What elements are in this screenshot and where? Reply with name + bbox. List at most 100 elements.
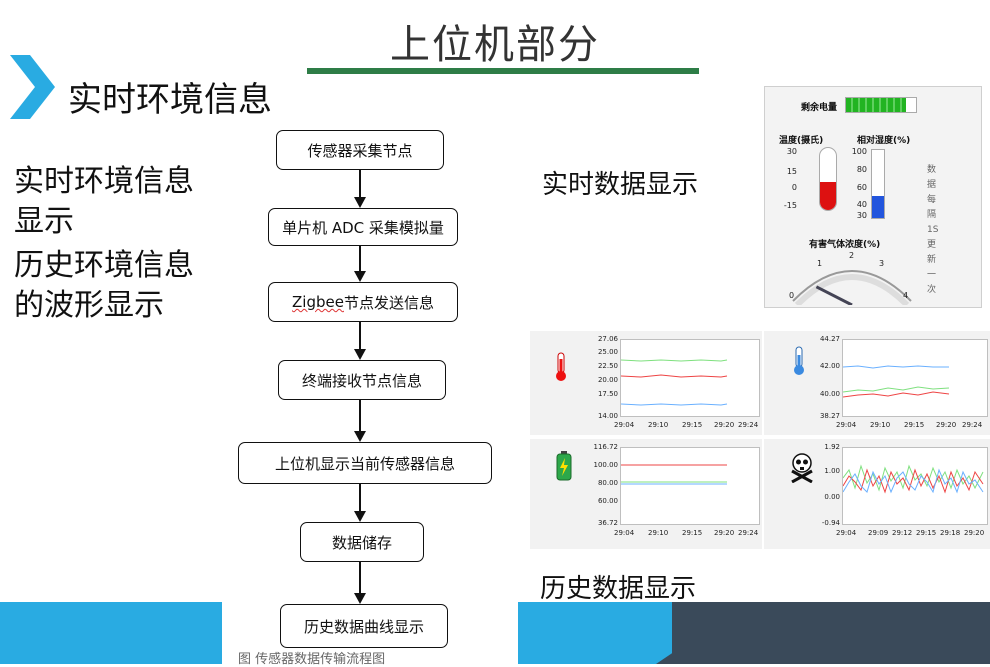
gauge-tick: 3 (879, 259, 885, 268)
x-tick: 29:15 (904, 421, 925, 429)
flow-step: 单片机 ADC 采集模拟量 (268, 208, 458, 246)
y-tick: 60.00 (597, 497, 618, 505)
y-tick: 40.00 (819, 390, 840, 398)
flow-arrow (354, 246, 366, 282)
gas-label: 有害气体浓度(%) (809, 240, 881, 250)
flowchart: 传感器采集节点 单片机 ADC 采集模拟量 Zigbee 节点发送信息 终端接收… (222, 124, 518, 664)
y-tick: 36.72 (597, 519, 618, 527)
temperature-history-chart: 27.06 25.00 22.50 20.00 17.50 14.00 29:0… (530, 331, 762, 435)
y-tick: 17.50 (597, 390, 618, 398)
thermometer-icon (794, 346, 804, 375)
battery-gauge (845, 97, 917, 113)
temperature-thermometer (819, 147, 837, 211)
gas-gauge (792, 270, 912, 305)
battery-icon (556, 451, 572, 481)
x-tick: 29:24 (738, 529, 759, 537)
x-tick: 29:12 (892, 529, 913, 537)
left-text-line: 的波形显示 (14, 288, 164, 323)
slide-title: 上位机部分 (390, 22, 600, 68)
humidity-bar (871, 149, 885, 219)
temp-tick: 30 (786, 147, 797, 156)
flow-step: Zigbee 节点发送信息 (268, 282, 458, 322)
footer-band-dark (672, 602, 990, 664)
x-tick: 29:20 (714, 421, 735, 429)
left-text-line: 显示 (14, 204, 74, 239)
flow-arrow (354, 562, 366, 604)
humidity-tick: 100 (851, 147, 867, 156)
x-tick: 29:20 (964, 529, 985, 537)
y-tick: 1.92 (824, 443, 840, 451)
x-tick: 29:09 (868, 529, 889, 537)
y-tick: 1.00 (824, 467, 840, 475)
x-tick: 29:10 (648, 529, 669, 537)
humidity-fill (872, 196, 884, 218)
realtime-label: 实时数据显示 (542, 170, 699, 200)
flow-step-keyword: Zigbee (292, 293, 344, 311)
x-tick: 29:24 (962, 421, 983, 429)
gauge-tick: 2 (849, 251, 855, 260)
x-tick: 29:15 (682, 421, 703, 429)
realtime-instrument-panel: 剩余电量 温度(摄氏) 30 15 0 -15 相对湿度(%) 100 80 6… (764, 86, 982, 308)
x-tick: 29:24 (738, 421, 759, 429)
flow-step: 上位机显示当前传感器信息 (238, 442, 492, 484)
flow-arrow (354, 484, 366, 522)
humidity-tick: 30 (856, 211, 867, 220)
temp-tick: 15 (786, 167, 797, 176)
left-text-line: 实时环境信息 (14, 164, 194, 199)
history-charts: 27.06 25.00 22.50 20.00 17.50 14.00 29:0… (530, 327, 990, 553)
title-underline (307, 68, 699, 74)
flow-step-label: 节点发送信息 (343, 293, 434, 312)
y-tick: 44.27 (819, 335, 840, 343)
gauge-tick: 0 (789, 291, 795, 300)
flow-arrow (354, 322, 366, 360)
x-tick: 29:10 (648, 421, 669, 429)
plot-lines (842, 365, 950, 398)
temp-tick: -15 (783, 201, 797, 210)
gas-history-chart: 1.92 1.00 0.00 -0.94 29:04 29:09 29:12 2… (764, 439, 990, 549)
battery-history-chart: 116.72 100.00 80.00 60.00 36.72 29:04 29… (530, 439, 762, 549)
plot-lines (842, 464, 984, 494)
y-tick: 42.00 (819, 362, 840, 370)
y-tick: 116.72 (593, 443, 619, 451)
gauge-tick: 1 (817, 259, 823, 268)
temperature-fill (820, 181, 836, 210)
temperature-label: 温度(摄氏) (779, 136, 824, 146)
figure-caption: 图 传感器数据传输流程图 (238, 652, 386, 667)
x-tick: 29:04 (836, 421, 857, 429)
flow-arrow (354, 170, 366, 208)
flow-arrow (354, 400, 366, 442)
plot-lines (621, 464, 727, 485)
y-tick: 38.27 (819, 412, 840, 420)
section-heading: 实时环境信息 (68, 80, 272, 120)
battery-label: 剩余电量 (801, 103, 838, 113)
plot-lines (620, 359, 728, 406)
thermometer-icon (556, 352, 566, 381)
flow-step: 数据储存 (300, 522, 424, 562)
history-label: 历史数据显示 (540, 574, 697, 604)
x-tick: 29:10 (870, 421, 891, 429)
humidity-label: 相对湿度(%) (857, 136, 911, 146)
y-tick: 25.00 (597, 348, 618, 356)
y-tick: 27.06 (597, 335, 618, 343)
y-tick: 14.00 (597, 412, 618, 420)
x-tick: 29:15 (916, 529, 937, 537)
x-tick: 29:20 (714, 529, 735, 537)
battery-fill (846, 98, 906, 112)
x-tick: 29:04 (836, 529, 857, 537)
x-tick: 29:20 (936, 421, 957, 429)
x-tick: 29:18 (940, 529, 961, 537)
update-note: 数据每隔1S更新一次 (927, 165, 939, 295)
skull-icon (791, 453, 813, 483)
y-tick: 20.00 (597, 376, 618, 384)
flow-step: 传感器采集节点 (276, 130, 444, 170)
gauge-tick: 4 (903, 291, 909, 300)
humidity-history-chart: 44.27 42.00 40.00 38.27 29:04 29:10 29:1… (764, 331, 990, 435)
flow-step: 历史数据曲线显示 (280, 604, 448, 648)
x-tick: 29:04 (614, 529, 635, 537)
humidity-tick: 80 (856, 165, 867, 174)
y-tick: 22.50 (597, 362, 618, 370)
x-tick: 29:04 (614, 421, 635, 429)
x-tick: 29:15 (682, 529, 703, 537)
y-tick: -0.94 (821, 519, 840, 527)
y-tick: 0.00 (824, 493, 840, 501)
